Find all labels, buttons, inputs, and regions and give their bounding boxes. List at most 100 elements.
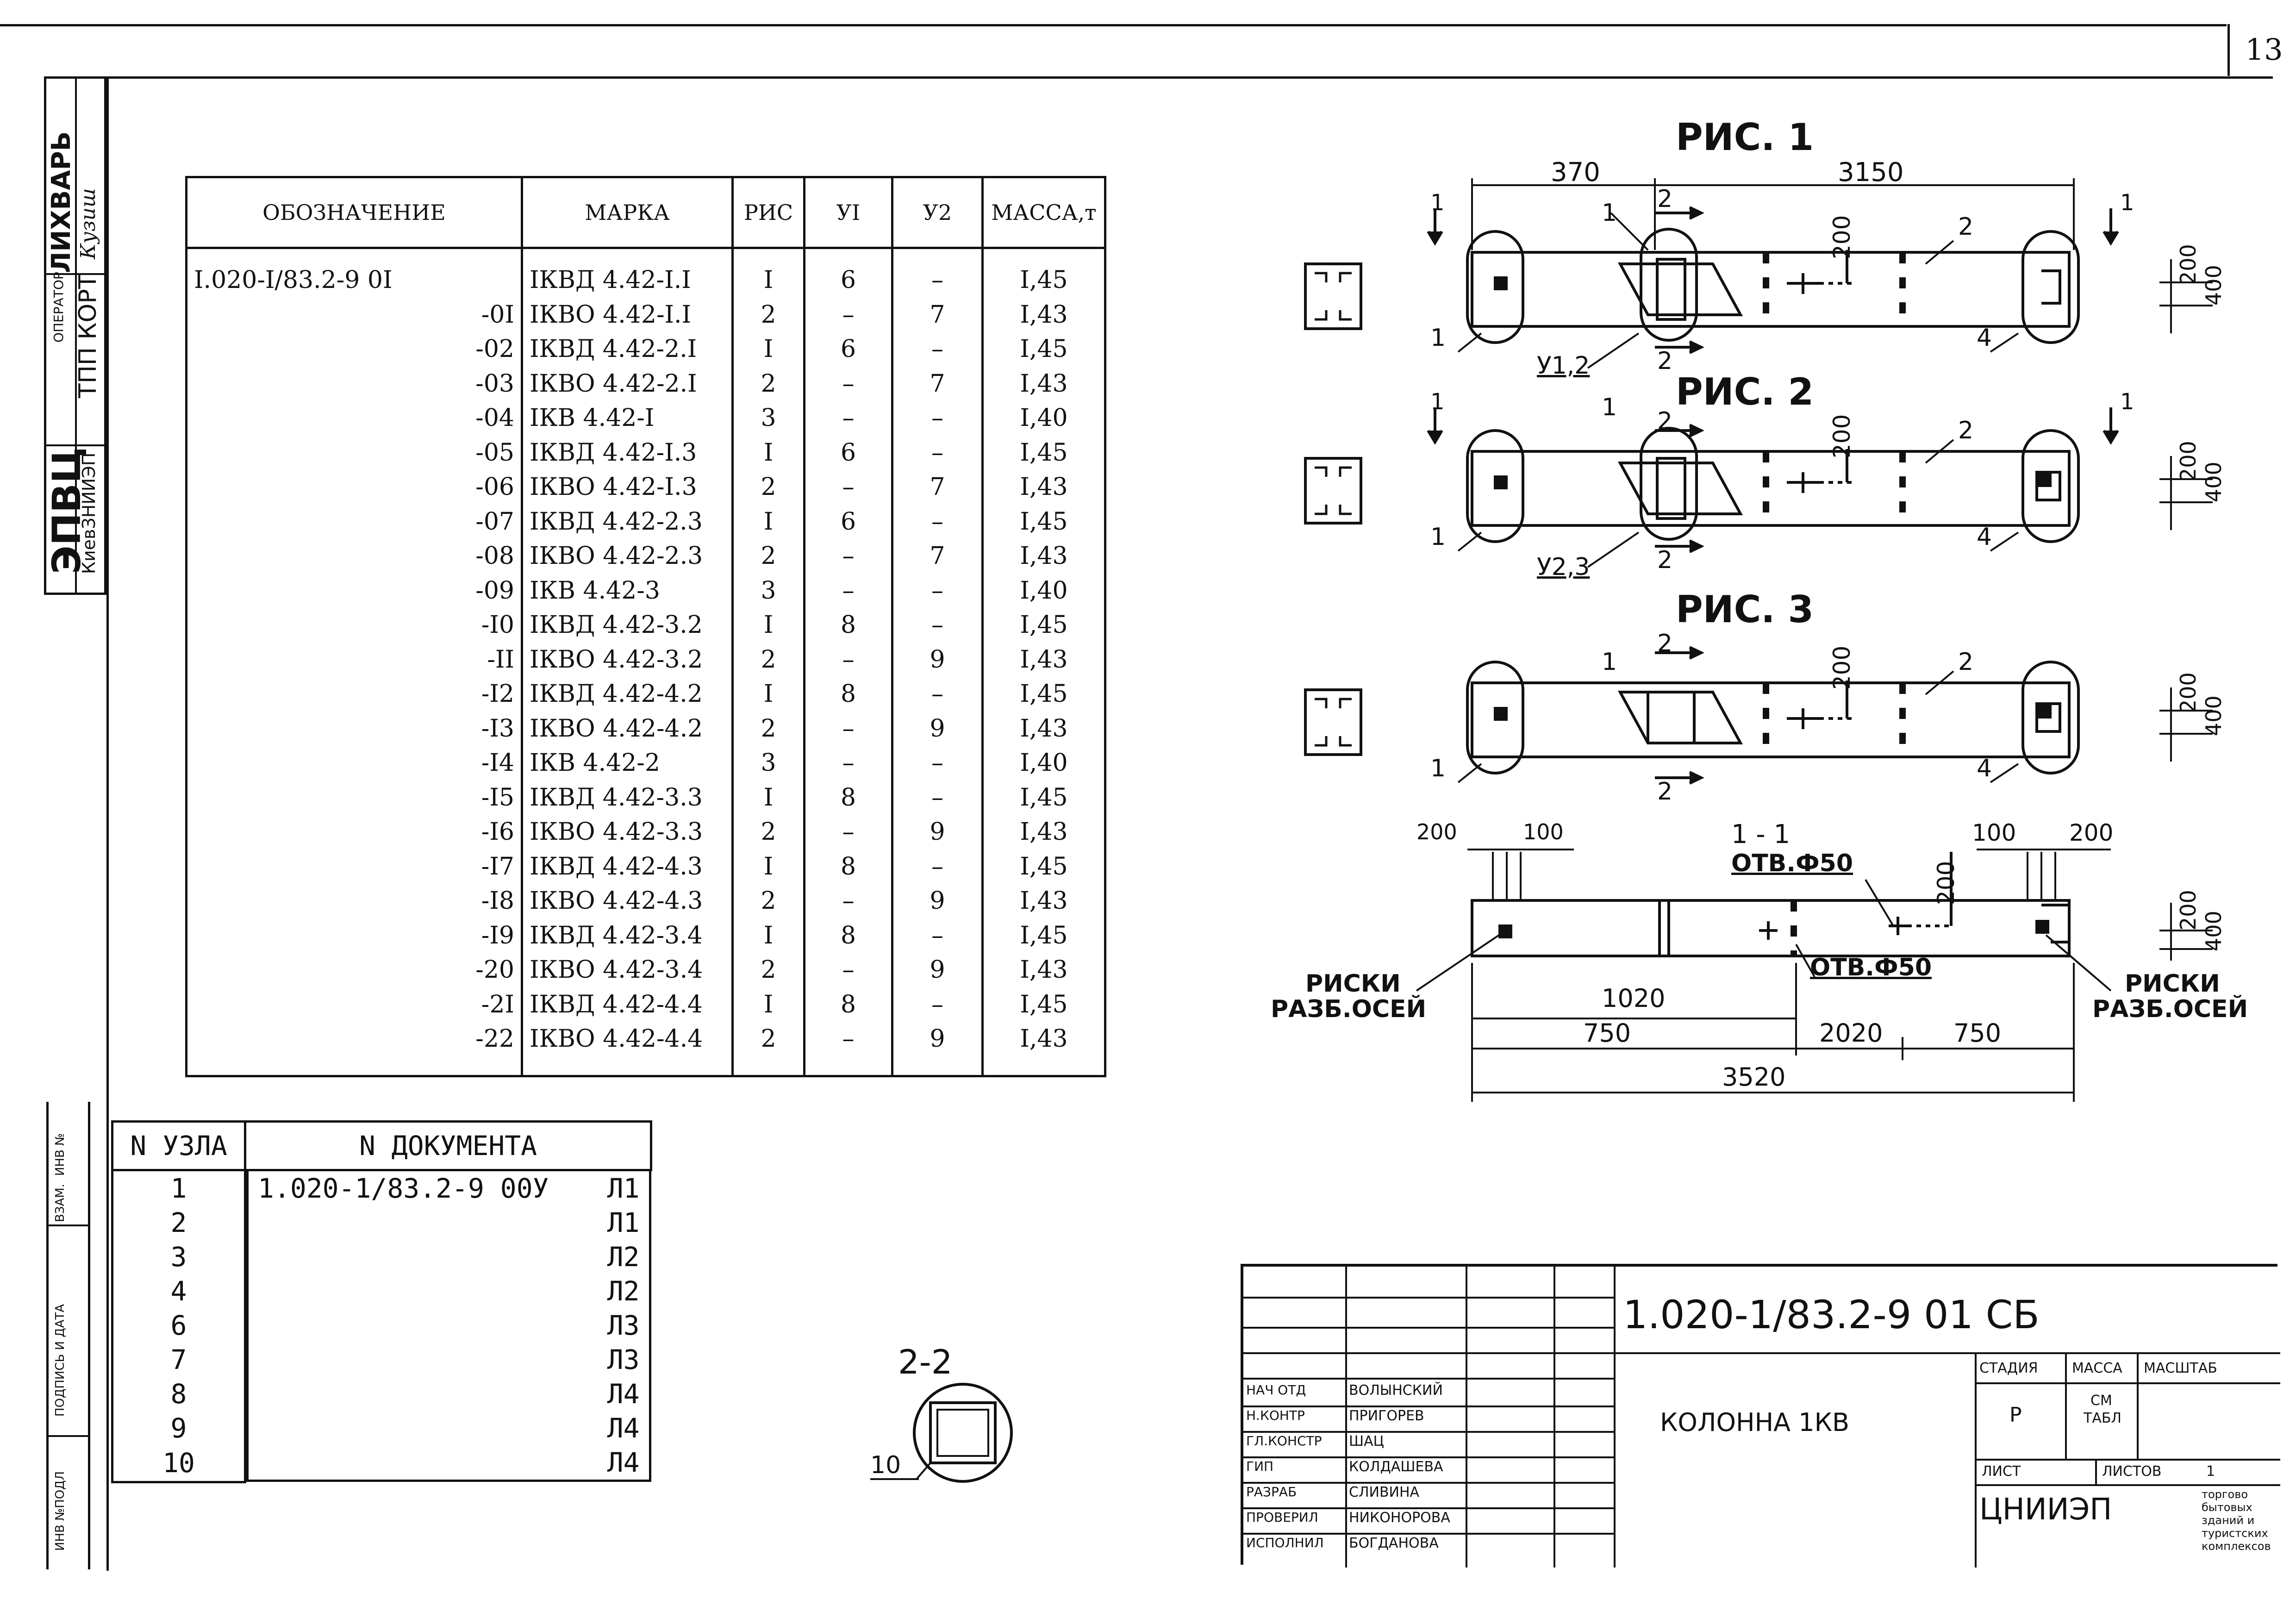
hole-label-bottom: ОТВ.Ф50 xyxy=(1810,954,1932,981)
header-u1: УI xyxy=(803,176,893,249)
dim-3520: 3520 xyxy=(1722,1062,1786,1092)
designation-cell: -I8 xyxy=(185,884,523,918)
mark-cell: IКВД 4.42-3.4 xyxy=(521,918,734,953)
mass-cell: I,45 xyxy=(981,435,1106,470)
fig1-section-2-bottom: 2 xyxy=(1657,347,1673,375)
u2-cell: 9 xyxy=(891,884,984,918)
staff-role: ПРОВЕРИЛ xyxy=(1246,1510,1318,1525)
fig-cell: I xyxy=(731,918,805,953)
fig1-cut-right: 1 xyxy=(2120,190,2134,216)
u1-cell: – xyxy=(803,366,893,401)
fig-cell: I xyxy=(731,608,805,643)
dim-1020: 1020 xyxy=(1602,984,1666,1013)
u2-cell: 9 xyxy=(891,1022,984,1077)
mark-cell: IКВД 4.42-I.3 xyxy=(521,435,734,470)
sec-right-400: 400 xyxy=(2201,911,2226,951)
fig3-column-body xyxy=(1471,681,2071,758)
mass-header: МАССА xyxy=(2072,1360,2122,1376)
designation-cell: -07 xyxy=(185,504,523,539)
fig1-left-end xyxy=(1466,230,1524,344)
document-sheet: Л2 xyxy=(607,1275,640,1307)
u2-cell: – xyxy=(891,780,984,815)
mass-cell: I,45 xyxy=(981,504,1106,539)
u2-cell: – xyxy=(891,332,984,367)
fig1-label-4: 4 xyxy=(1977,324,1992,352)
mark-cell: IКВО 4.42-2.3 xyxy=(521,539,734,574)
document-cell: Л3 xyxy=(246,1308,651,1343)
fig2-cut-right: 1 xyxy=(2120,389,2134,415)
sheets-value: 1 xyxy=(2206,1463,2215,1480)
mass-cell: I,43 xyxy=(981,642,1106,677)
node-number-cell: 9 xyxy=(111,1411,246,1445)
fig2-label-end-1: 1 xyxy=(1430,523,1446,551)
mark-cell: IКВД 4.42-4.4 xyxy=(521,987,734,1022)
sheet-label: ЛИСТ xyxy=(1982,1463,2021,1480)
designation-cell: -08 xyxy=(185,539,523,574)
node-number-cell: 4 xyxy=(111,1274,246,1308)
mark-cell: IКВО 4.42-I.I xyxy=(521,297,734,332)
u1-cell: – xyxy=(803,711,893,746)
mass-cell: I,43 xyxy=(981,1022,1106,1077)
mark-cell: IКВО 4.42-I.3 xyxy=(521,470,734,505)
u2-cell: – xyxy=(891,849,984,884)
designation-cell: I.020-I/83.2-9 0I xyxy=(185,248,523,298)
u1-cell: – xyxy=(803,884,893,918)
fig2-label-1: 1 xyxy=(1602,394,1617,421)
document-cell: Л2 xyxy=(246,1274,651,1308)
org-desc-5: комплексов xyxy=(2202,1540,2271,1553)
mark-cell: IКВД 4.42-3.2 xyxy=(521,608,734,643)
u1-cell: 6 xyxy=(803,504,893,539)
fig2-column-body xyxy=(1471,450,2071,527)
sheet-number: 13 xyxy=(2227,24,2296,76)
u2-cell: 7 xyxy=(891,470,984,505)
u2-cell: – xyxy=(891,401,984,436)
staff-name: ПРИГОРЕВ xyxy=(1349,1408,1424,1424)
u2-cell: 7 xyxy=(891,539,984,574)
designation-cell: -II xyxy=(185,642,523,677)
fig1-right-400: 400 xyxy=(2201,265,2226,306)
u1-cell: 8 xyxy=(803,608,893,643)
fig-cell: 2 xyxy=(731,366,805,401)
section-1-1-drawing xyxy=(1416,849,2213,1102)
mark-cell: IКВД 4.42-2.I xyxy=(521,332,734,367)
fig3-title: РИС. 3 xyxy=(1676,588,1814,631)
staff-role: Н.КОНТР xyxy=(1246,1408,1305,1423)
header-fig: РИС xyxy=(731,176,805,249)
mark-cell: IКВД 4.42-4.3 xyxy=(521,849,734,884)
section-2-2-drawing xyxy=(870,1383,1013,1483)
fig2-title: РИС. 2 xyxy=(1676,370,1814,413)
mark-cell: IКВО 4.42-3.4 xyxy=(521,953,734,987)
document-cell: Л1 xyxy=(246,1206,651,1240)
u2-cell: – xyxy=(891,608,984,643)
staff-name: БОГДАНОВА xyxy=(1349,1535,1439,1551)
u2-cell: – xyxy=(891,435,984,470)
fig3-right-400: 400 xyxy=(2201,695,2226,736)
hole-label-top: ОТВ.Ф50 xyxy=(1731,849,1853,877)
nodes-header-row: N УЗЛА N ДОКУМЕНТА xyxy=(111,1120,652,1171)
product-name: КОЛОННА 1КВ xyxy=(1660,1408,1850,1437)
fig2-drawing xyxy=(1304,407,2213,568)
stage-header: СТАДИЯ xyxy=(1979,1360,2038,1376)
doc-code: 1.020-1/83.2-9 01 СБ xyxy=(1623,1292,2040,1337)
fig1-drawing xyxy=(1304,178,2213,369)
fig1-cut-left: 1 xyxy=(1430,190,1445,216)
section-2-2-title: 2-2 xyxy=(898,1343,953,1381)
designation-cell: -22 xyxy=(185,1022,523,1077)
fig-cell: 3 xyxy=(731,573,805,608)
mass-value-2: ТАБЛ xyxy=(2084,1410,2121,1426)
fig1-title: РИС. 1 xyxy=(1676,116,1814,159)
fig2-cut-left: 1 xyxy=(1430,389,1445,415)
designation-cell: -I5 xyxy=(185,780,523,815)
document-sheet: Л1 xyxy=(607,1207,640,1238)
fig1-right-200: 200 xyxy=(2176,244,2201,285)
